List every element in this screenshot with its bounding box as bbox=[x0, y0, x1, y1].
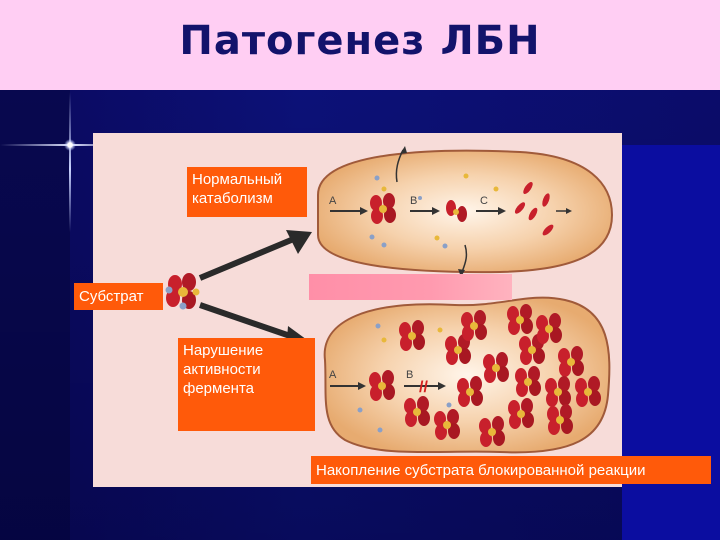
label-normal-catabolism: Нормальный катаболизм bbox=[187, 167, 307, 217]
arrow-to-normal bbox=[198, 235, 298, 281]
accumulated-clusters bbox=[369, 304, 601, 447]
step-a-top: A bbox=[329, 195, 337, 207]
top-cluster-2 bbox=[446, 200, 467, 222]
top-cluster-1 bbox=[370, 193, 396, 224]
step-b-bottom: B bbox=[406, 369, 413, 381]
arrow-to-disorder bbox=[199, 302, 297, 341]
step-c-top: C bbox=[480, 195, 488, 207]
label-enzyme-disorder: Нарушение активности фермента bbox=[178, 338, 315, 431]
label-substrate: Субстрат bbox=[74, 283, 163, 310]
block-mark: // bbox=[419, 379, 428, 396]
step-b-top: B bbox=[410, 195, 417, 207]
slide-title: Патогенез ЛБН bbox=[179, 18, 541, 64]
sparkle-line-vertical bbox=[69, 92, 71, 232]
step-a-bottom: A bbox=[329, 369, 337, 381]
sparkle-icon bbox=[64, 139, 76, 151]
arrow-to-normal-head bbox=[286, 230, 312, 254]
highlight-bar bbox=[309, 274, 512, 300]
label-substrate-accumulation: Накопление субстрата блокированной реакц… bbox=[311, 456, 711, 484]
substrate-molecule bbox=[165, 273, 200, 310]
title-bar bbox=[0, 0, 720, 90]
